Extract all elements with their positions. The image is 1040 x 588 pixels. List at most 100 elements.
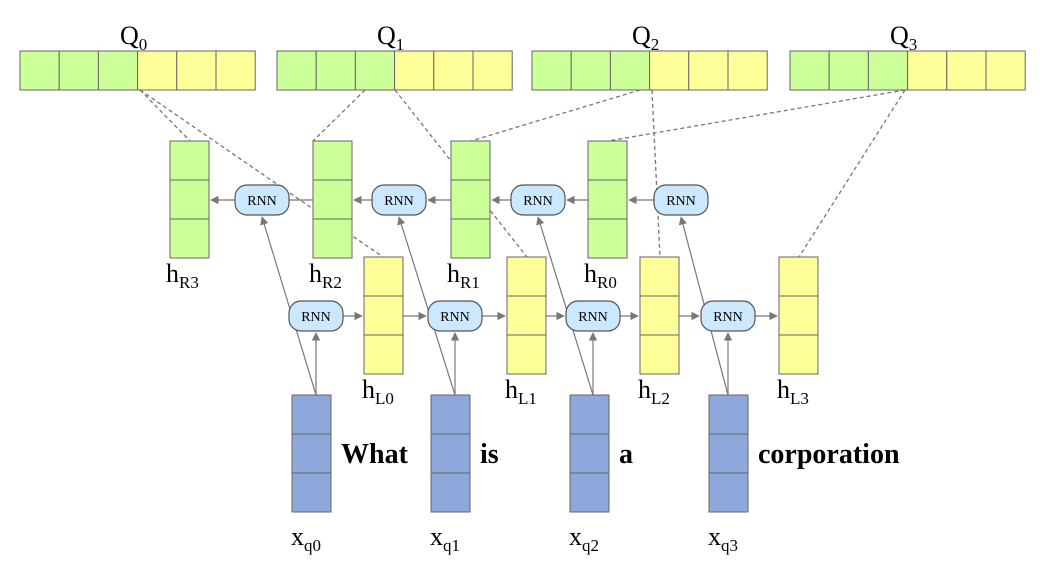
input-word-3: corporation [758,439,900,470]
left-state-1-cell-1 [506,295,547,336]
right-state-label-0-base: h [166,259,179,288]
left-state-3-cell-1 [778,295,819,336]
input-2-cell-1 [569,433,610,474]
query-0-cell-0 [19,50,60,91]
rnn-right-2-box [510,184,566,216]
left-state-2-cell-1 [639,295,680,336]
input-word-2: a [619,439,633,470]
right-state-label-3: hR0 [584,259,617,292]
input-0-cell-0 [291,394,332,435]
right-state-label-3-base: h [584,259,597,288]
input-0-cell-1 [291,433,332,474]
left-state-2-cell-2 [639,334,680,375]
input-word-1: is [480,439,499,470]
rnn-right-1-box [371,184,427,216]
query-1-cell-3 [394,50,435,91]
right-state-1-cell-2 [312,218,353,259]
left-state-label-3-subscript: L3 [790,389,809,408]
query-label-0: Q0 [120,21,147,54]
rnn-left-0-box [288,300,344,332]
input-label-2: xq2 [569,522,599,555]
attention-link-2 [312,89,366,142]
query-1-cell-0 [276,50,317,91]
input-label-2-subscript: q2 [582,536,599,555]
right-state-label-2-base: h [447,259,460,288]
query-1-cell-2 [354,50,396,91]
input-2-cell-0 [569,394,610,435]
input-label-0-subscript: q0 [304,536,321,555]
input-3-cell-0 [708,394,749,435]
left-state-0-cell-1 [363,295,404,336]
rnn-right-3-label: RNN [666,194,696,209]
right-state-0-cell-0 [169,140,210,181]
query-0-cell-1 [58,50,99,91]
left-state-label-0-base: h [362,375,375,404]
input-label-2-base: x [569,522,582,551]
query-label-1-subscript: 1 [396,35,405,54]
rnn-right-3-box [653,184,709,216]
rnn-left-2-label: RNN [578,310,608,325]
rnn-right-0-box [234,184,290,216]
right-state-label-3-subscript: R0 [597,273,617,292]
input-label-1-base: x [430,522,443,551]
left-state-label-2-base: h [638,375,651,404]
right-state-3-cell-1 [587,179,628,220]
left-state-0-cell-2 [363,334,404,375]
arrow-xq2-to-rnn-r [536,216,594,396]
attention-link-6 [607,89,906,142]
left-state-3-cell-0 [778,256,819,297]
input-1-cell-2 [430,472,471,513]
right-state-0-cell-1 [169,179,210,220]
query-3-cell-2 [867,50,909,91]
query-label-2-subscript: 2 [651,35,660,54]
query-1-cell-5 [472,50,513,91]
left-state-label-1-base: h [505,375,518,404]
right-state-label-2-subscript: R1 [460,273,480,292]
left-state-3-cell-2 [778,334,819,375]
rnn-left-2-box [565,300,621,332]
rnn-left-3-box [700,300,756,332]
rnn-right-0-label: RNN [247,194,277,209]
input-label-0: xq0 [291,522,321,555]
query-label-2-base: Q [632,21,651,50]
query-2-cell-2 [609,50,651,91]
rnn-right-1-label: RNN [384,194,414,209]
query-3-cell-5 [985,50,1026,91]
left-state-label-1: hL1 [505,375,537,408]
input-label-0-base: x [291,522,304,551]
arrow-xq1-to-rnn-r [397,216,456,396]
attention-link-1 [139,89,191,142]
rnn-right-2-label: RNN [523,194,553,209]
right-state-label-1-subscript: R2 [322,273,342,292]
query-1-cell-4 [433,50,474,91]
input-1-cell-0 [430,394,471,435]
query-3-cell-0 [789,50,830,91]
query-0-cell-4 [176,50,217,91]
left-state-label-0: hL0 [362,375,394,408]
left-state-1-cell-2 [506,334,547,375]
right-state-label-0: hR3 [166,259,199,292]
query-label-0-base: Q [120,21,139,50]
query-0-cell-5 [215,50,256,91]
right-state-1-cell-0 [312,140,353,181]
right-state-label-2: hR1 [447,259,480,292]
left-state-label-3: hL3 [777,375,809,408]
right-state-2-cell-1 [450,179,491,220]
right-state-label-1-base: h [309,259,322,288]
input-3-cell-1 [708,433,749,474]
query-2-cell-5 [727,50,768,91]
right-state-3-cell-0 [587,140,628,181]
input-label-3-base: x [708,522,721,551]
attention-link-7 [798,89,906,258]
left-state-label-1-subscript: L1 [518,389,537,408]
right-state-3-cell-2 [587,218,628,259]
arrow-xq0-to-rnn-r [260,216,317,396]
input-word-0: What [341,439,409,470]
query-label-3-base: Q [890,21,909,50]
left-state-2-cell-0 [639,256,680,297]
query-3-cell-4 [946,50,987,91]
right-state-label-1: hR2 [309,259,342,292]
query-label-2: Q2 [632,21,659,54]
input-label-1: xq1 [430,522,460,555]
left-state-label-2-subscript: L2 [651,389,670,408]
